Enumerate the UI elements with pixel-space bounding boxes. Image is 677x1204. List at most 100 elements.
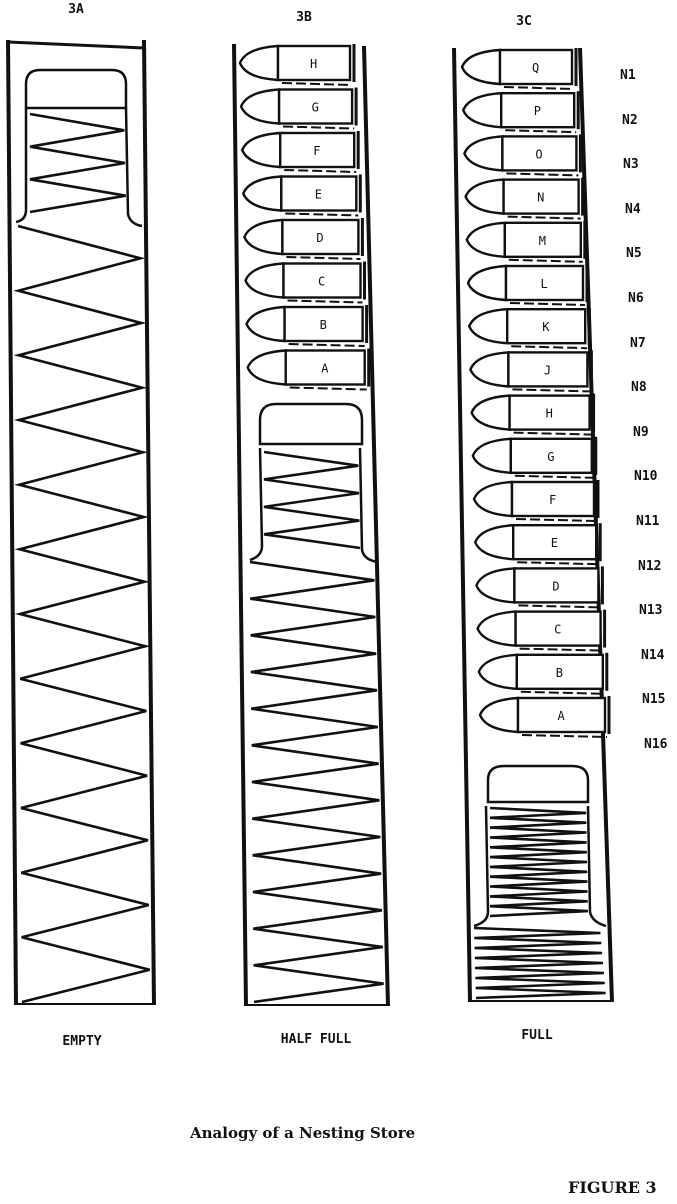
bullet-tip (478, 612, 516, 646)
spring-3a (18, 226, 150, 1002)
tube-3a (8, 40, 154, 1005)
bullet-tip (474, 482, 512, 516)
panel-label-3a: 3A (68, 2, 84, 17)
bullet-tip (463, 93, 501, 127)
cartridge-3c-o: O (464, 134, 580, 175)
slot-label-n1: N1 (620, 68, 636, 83)
slot-label-n8: N8 (631, 380, 647, 395)
cartridge-shadow (285, 214, 358, 216)
cartridge-shadow (286, 257, 360, 259)
cartridge-letter: Q (532, 61, 539, 75)
cartridge-shadow (521, 692, 605, 694)
cartridge-3c-h: H (472, 394, 594, 435)
bullet-tip (244, 220, 282, 254)
cartridge-letter: J (544, 363, 551, 377)
slot-label-n15: N15 (642, 692, 665, 707)
cartridge-3b-d: D (244, 218, 362, 259)
cartridge-3c-n: N (466, 178, 583, 219)
bullet-tip (469, 309, 507, 343)
spring-3c (474, 928, 606, 998)
cartridge-3b-h: H (240, 44, 354, 85)
cartridge-shadow (517, 562, 598, 564)
cartridge-shadow (288, 301, 363, 303)
cartridge-3c-p: P (463, 91, 578, 132)
cartridge-3c-l: L (468, 264, 587, 305)
cartridge-3b-c: C (246, 262, 365, 303)
cartridge-shadow (522, 735, 607, 737)
cartridge-letter: C (554, 623, 561, 637)
slot-label-n16: N16 (644, 737, 667, 752)
bullet-tip (479, 655, 517, 689)
cartridge-shadow (511, 346, 587, 348)
cartridge-3c-c: C (478, 610, 605, 651)
cartridge-shadow (509, 260, 583, 262)
cartridge-3c-q: Q (462, 48, 576, 89)
cartridge-letter: D (316, 231, 323, 245)
slot-label-n11: N11 (636, 514, 659, 529)
cartridge-letter: C (318, 275, 325, 289)
figure-caption: Analogy of a Nesting Store (190, 1124, 415, 1142)
slot-label-n4: N4 (625, 202, 641, 217)
bullet-tip (476, 568, 514, 602)
cartridge-letter: G (312, 101, 319, 115)
cartridge-3c-m: M (467, 221, 585, 262)
bullet-tip (468, 266, 506, 300)
bullet-tip (480, 698, 518, 732)
bullet-tip (473, 439, 511, 473)
cartridge-letter: D (552, 579, 559, 593)
cartridge-letter: M (539, 234, 546, 248)
cartridge-3b-b: B (247, 305, 367, 346)
state-label-half-full: HALF FULL (281, 1032, 351, 1047)
cartridge-shadow (516, 519, 596, 521)
cartridge-letter: F (313, 144, 320, 158)
cartridge-3c-f: F (474, 480, 598, 521)
cartridge-letter: G (547, 450, 554, 464)
slot-label-n6: N6 (628, 291, 644, 306)
cartridge-3c-d: D (476, 566, 602, 607)
bullet-tip (472, 396, 510, 430)
bullet-tip (241, 90, 279, 124)
cartridge-letter: E (551, 536, 558, 550)
cartridge-letter: K (542, 320, 550, 334)
cartridge-3b-g: G (241, 88, 356, 129)
slot-label-n3: N3 (623, 157, 639, 172)
follower-3b (250, 404, 378, 562)
cartridge-shadow (289, 344, 365, 346)
cartridge-3c-j: J (470, 350, 591, 391)
cartridge-letter: E (315, 188, 322, 202)
cartridge-3c-k: K (469, 307, 589, 348)
cartridge-3c-g: G (473, 437, 596, 478)
cartridge-letter: O (535, 147, 542, 161)
cartridge-shadow (282, 83, 352, 85)
bullet-tip (464, 136, 502, 170)
slot-label-n14: N14 (641, 648, 664, 663)
slot-label-n9: N9 (633, 425, 649, 440)
bullet-tip (475, 525, 513, 559)
cartridge-shadow (520, 649, 603, 651)
bullet-tip (246, 264, 284, 298)
cartridge-3c-a: A (480, 696, 609, 737)
cartridge-shadow (514, 433, 592, 435)
cartridge-shadow (283, 127, 354, 129)
state-label-empty: EMPTY (62, 1034, 101, 1049)
spring-3c-inner (490, 808, 588, 916)
spring-3b-inner (264, 452, 360, 548)
cartridge-letter: A (321, 362, 329, 376)
cartridge-shadow (506, 173, 578, 175)
cartridge-3b-a: A (248, 349, 369, 390)
bullet-tip (462, 50, 500, 84)
bullet-tip (470, 352, 508, 386)
cartridge-3b-f: F (242, 131, 358, 172)
cartridge-letter: P (534, 104, 541, 118)
cartridges: HGFEDCBAQPONMLKJHGFEDCBA (240, 44, 609, 737)
cartridge-shadow (505, 130, 576, 132)
cartridge-3b-e: E (243, 175, 360, 216)
bullet-tip (467, 223, 505, 257)
cartridge-3c-b: B (479, 653, 607, 694)
slot-label-n13: N13 (639, 603, 662, 618)
figure-number: FIGURE 3 (568, 1178, 657, 1197)
bullet-tip (242, 133, 280, 167)
bullet-tip (466, 180, 504, 214)
bullet-tip (240, 46, 278, 80)
